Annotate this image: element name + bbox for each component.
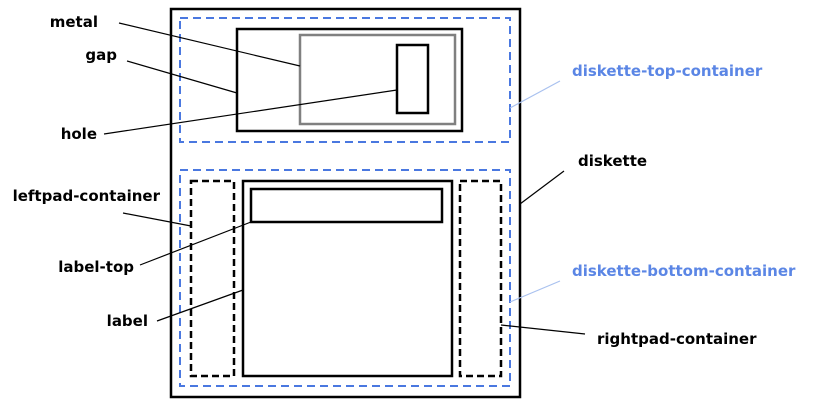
label-top-leader bbox=[139, 221, 252, 266]
label-box bbox=[241, 179, 454, 378]
hole-box bbox=[395, 43, 430, 115]
leftpad-container-label: leftpad-container bbox=[13, 187, 161, 205]
diskette-leader bbox=[519, 170, 565, 205]
diskette-bottom-container-leader bbox=[509, 280, 561, 303]
diskette-bottom-container-label: diskette-bottom-container bbox=[572, 262, 796, 280]
diskette-top-container-box bbox=[179, 17, 511, 143]
rightpad-container-box bbox=[458, 179, 503, 378]
label-leader bbox=[156, 289, 244, 322]
rightpad-container-label: rightpad-container bbox=[597, 330, 757, 348]
hole-label: hole bbox=[61, 125, 97, 143]
hole-leader bbox=[103, 89, 398, 135]
label-top-box bbox=[249, 187, 444, 224]
gap-box bbox=[235, 27, 464, 133]
label-label: label bbox=[107, 312, 148, 330]
diskette-top-container-leader bbox=[509, 80, 561, 109]
metal-leader bbox=[118, 22, 301, 67]
leftpad-container-leader bbox=[122, 212, 192, 227]
gap-label: gap bbox=[85, 46, 117, 64]
gap-leader bbox=[126, 60, 238, 94]
metal-box bbox=[298, 33, 457, 126]
metal-label: metal bbox=[50, 13, 98, 31]
label-top-label: label-top bbox=[58, 258, 134, 276]
rightpad-container-leader bbox=[500, 324, 586, 335]
diskette-label: diskette bbox=[578, 152, 647, 170]
diskette-top-container-label: diskette-top-container bbox=[572, 62, 763, 80]
diskette-outline bbox=[169, 7, 522, 399]
leftpad-container-box bbox=[189, 179, 236, 378]
